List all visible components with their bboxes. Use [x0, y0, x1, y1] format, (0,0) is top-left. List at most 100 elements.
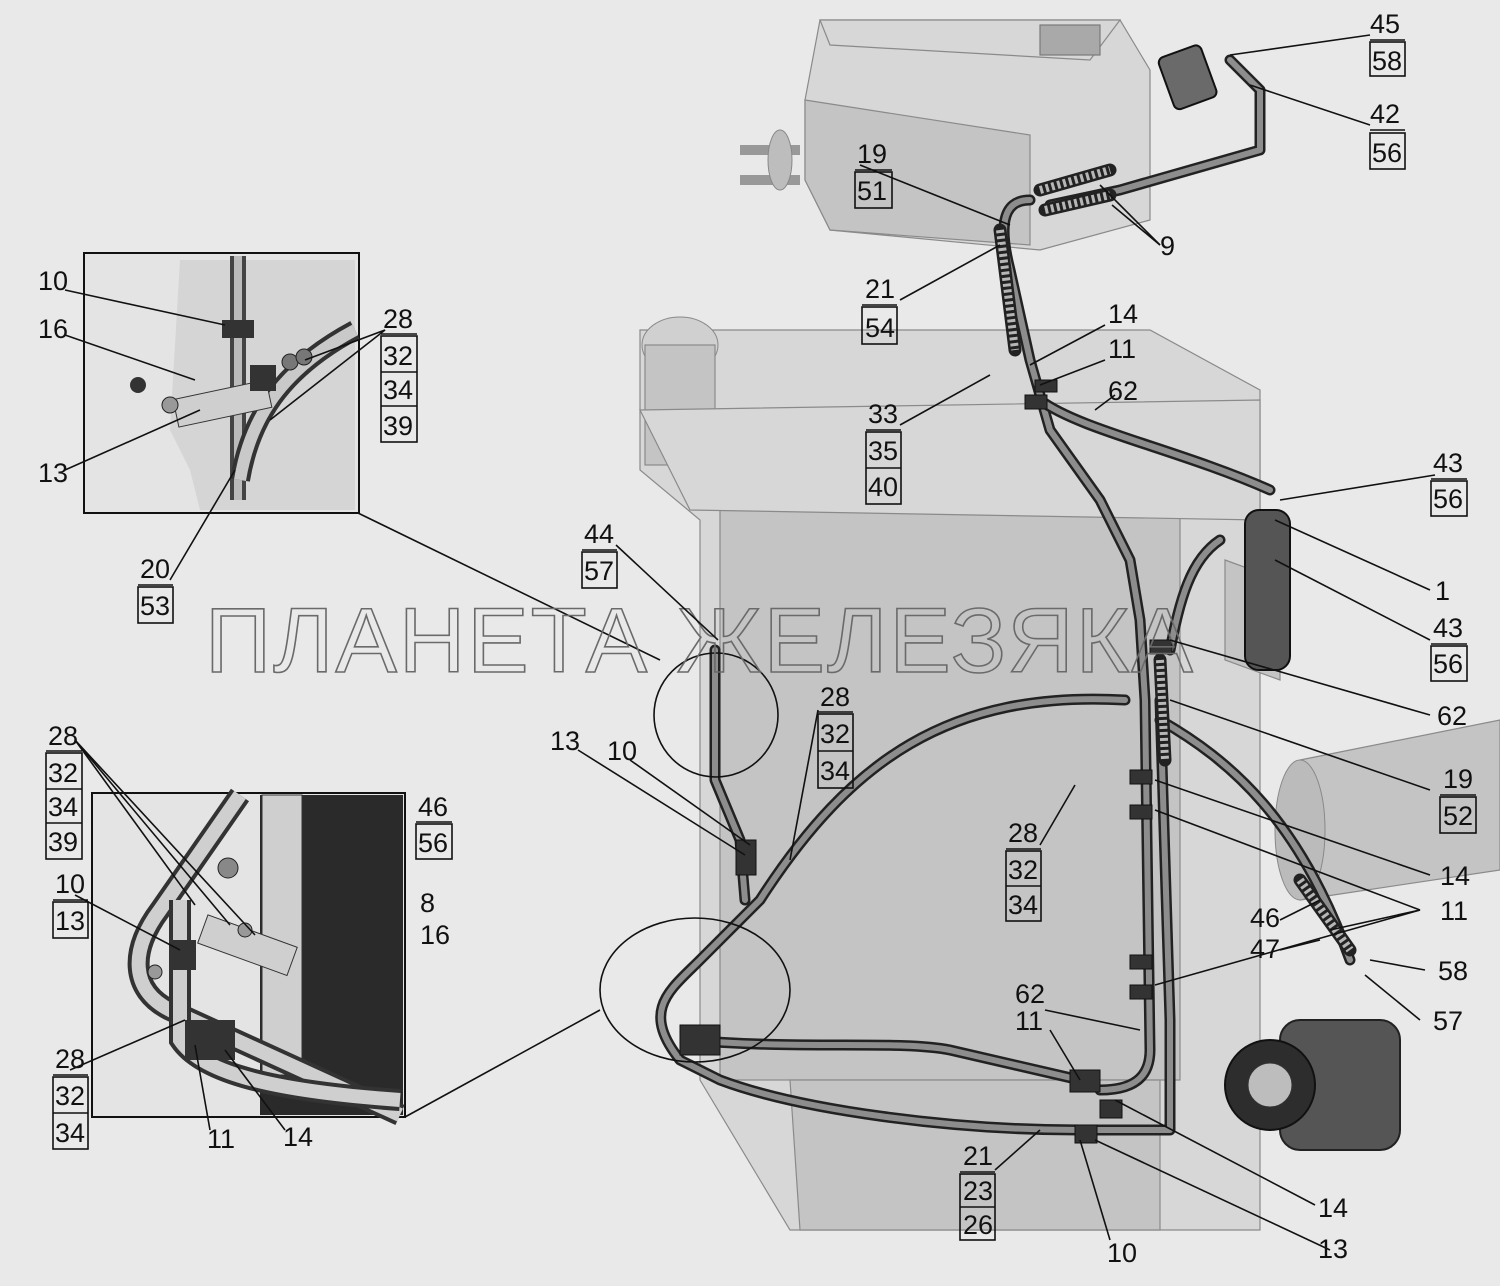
callout-14-mid: 14: [1440, 861, 1470, 891]
svg-text:43: 43: [1433, 448, 1463, 478]
callout-13-mid: 13: [550, 726, 580, 756]
svg-text:56: 56: [418, 828, 448, 858]
svg-text:56: 56: [1433, 649, 1463, 679]
svg-text:34: 34: [820, 756, 850, 786]
inset-bottom-connector: [404, 1009, 601, 1118]
callout-57: 57: [1433, 1006, 1463, 1036]
callout-14-top: 14: [1108, 299, 1138, 329]
callout-45-58: 45 58: [1369, 9, 1406, 77]
svg-text:46: 46: [418, 792, 448, 822]
svg-text:21: 21: [963, 1141, 993, 1171]
detail-circle-upper: [653, 652, 779, 778]
heater-unit: [740, 19, 1151, 251]
callout-14-bottom: 14: [1318, 1193, 1348, 1223]
callout-21-54: 21 54: [861, 274, 898, 345]
svg-text:57: 57: [584, 556, 614, 586]
callout-19-52: 19 52: [1439, 764, 1477, 834]
inset-bottom-callout-28-32-34-39: 28 32 34 39: [45, 721, 83, 860]
svg-text:43: 43: [1433, 613, 1463, 643]
inset-top-connector: [357, 512, 661, 661]
svg-text:32: 32: [383, 341, 413, 371]
callout-42-56: 42 56: [1369, 99, 1406, 170]
svg-text:34: 34: [383, 375, 413, 405]
svg-text:32: 32: [1008, 855, 1038, 885]
callout-19-51: 19 51: [854, 139, 893, 209]
svg-text:19: 19: [1443, 764, 1473, 794]
svg-text:33: 33: [868, 399, 898, 429]
svg-text:52: 52: [1443, 801, 1473, 831]
callout-13-bottom: 13: [1318, 1234, 1348, 1264]
callout-28-32-34-mid: 28 32 34: [817, 682, 854, 789]
inset-bottom-callout-28-32-34: 28 32 34: [52, 1044, 89, 1150]
callout-33-35-40: 33 35 40: [865, 399, 902, 505]
callout-62-mid: 62: [1437, 701, 1467, 731]
svg-text:21: 21: [865, 274, 895, 304]
svg-text:45: 45: [1370, 9, 1400, 39]
callout-21-23-26: 21 23 26: [959, 1141, 996, 1241]
svg-text:28: 28: [820, 682, 850, 712]
inset-bottom-callout-16: 16: [420, 920, 450, 950]
svg-text:32: 32: [55, 1081, 85, 1111]
svg-text:28: 28: [55, 1044, 85, 1074]
callout-62-top: 62: [1108, 376, 1138, 406]
svg-text:10: 10: [55, 869, 85, 899]
svg-text:20: 20: [140, 554, 170, 584]
svg-text:28: 28: [48, 721, 78, 751]
callout-labels: 45 58 42 56 19 51 9 21 54 14 11 62 33: [38, 9, 1477, 1268]
svg-text:34: 34: [48, 792, 78, 822]
callout-28-32-34-center: 28 32 34: [1005, 818, 1042, 922]
compressor: [1224, 1019, 1401, 1151]
svg-text:28: 28: [1008, 818, 1038, 848]
inset-bottom-callout-8: 8: [420, 888, 435, 918]
leader-lines: [64, 34, 1436, 1251]
callout-58: 58: [1438, 956, 1468, 986]
svg-text:58: 58: [1372, 46, 1402, 76]
callout-10-mid: 10: [607, 736, 637, 766]
svg-text:56: 56: [1433, 484, 1463, 514]
svg-text:40: 40: [868, 472, 898, 502]
callout-46: 46: [1250, 903, 1280, 933]
svg-text:34: 34: [55, 1118, 85, 1148]
svg-text:56: 56: [1372, 138, 1402, 168]
inset-top-callout-28-32-34-39: 28 32 34 39: [380, 304, 418, 443]
callout-1: 1: [1435, 576, 1450, 606]
inset-bottom-callout-46-56: 46 56: [415, 792, 453, 860]
callout-11-low: 11: [1015, 1006, 1043, 1036]
svg-text:26: 26: [963, 1210, 993, 1240]
svg-text:32: 32: [48, 758, 78, 788]
callout-44-57: 44 57: [581, 519, 618, 589]
svg-text:51: 51: [857, 176, 887, 206]
svg-text:23: 23: [963, 1176, 993, 1206]
svg-text:28: 28: [383, 304, 413, 334]
svg-text:39: 39: [48, 827, 78, 857]
callout-62-low: 62: [1015, 979, 1045, 1009]
svg-text:44: 44: [584, 519, 614, 549]
inset-bottom-callout-10-13: 10 13: [52, 869, 89, 939]
svg-text:53: 53: [140, 591, 170, 621]
callout-11-top: 11: [1108, 334, 1136, 364]
inset-top-callout-13: 13: [38, 458, 68, 488]
receiver-drier: [1224, 509, 1291, 681]
callout-47: 47: [1250, 934, 1280, 964]
inset-top-left: [83, 252, 360, 514]
callout-9: 9: [1160, 231, 1175, 261]
svg-text:39: 39: [383, 411, 413, 441]
refrigerant-lines: [655, 54, 1357, 1144]
svg-text:54: 54: [865, 313, 895, 343]
svg-text:35: 35: [868, 436, 898, 466]
callout-43-56-top: 43 56: [1430, 448, 1468, 517]
callout-43-56-mid: 43 56: [1430, 613, 1468, 682]
svg-text:19: 19: [857, 139, 887, 169]
detail-circle-lower: [599, 917, 791, 1063]
inset-top-callout-10: 10: [38, 266, 68, 296]
svg-text:32: 32: [820, 719, 850, 749]
callout-10-bottom: 10: [1107, 1238, 1137, 1268]
inset-top-callout-20-53: 20 53: [137, 554, 174, 624]
inset-top-callout-16: 16: [38, 314, 68, 344]
inset-bottom-callout-11: 11: [207, 1124, 235, 1154]
inset-bottom-callout-14: 14: [283, 1122, 313, 1152]
svg-text:34: 34: [1008, 890, 1038, 920]
expansion-valve: [1157, 44, 1218, 111]
inset-bottom-left: [91, 788, 406, 1126]
